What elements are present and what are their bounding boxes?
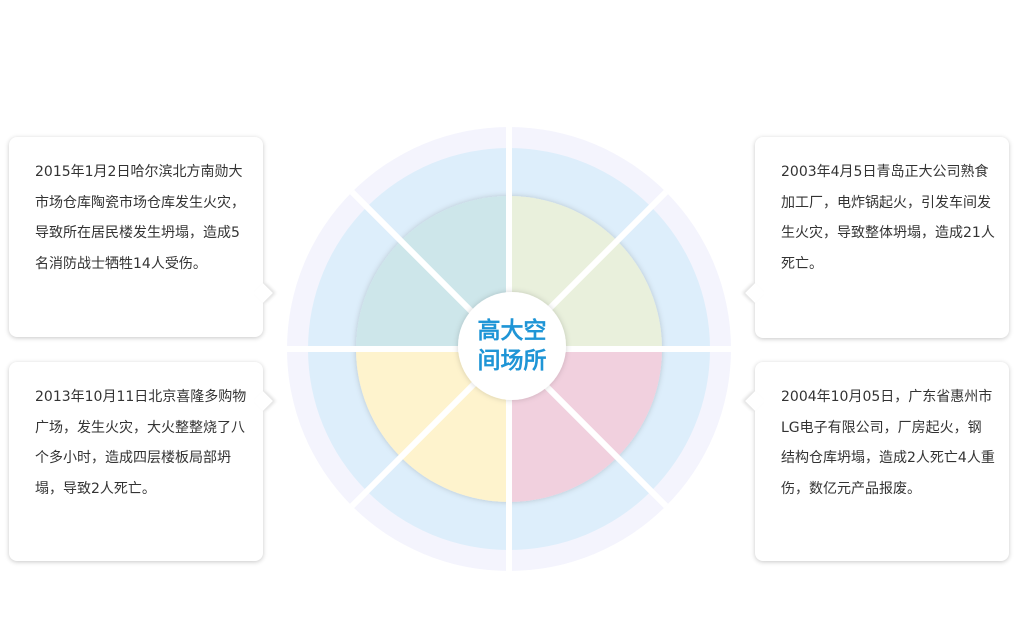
case-callout-bottom-right: 2004年10月05日，广东省惠州市LG电子有限公司，厂房起火，钢结构仓库坍塌，… [745, 362, 1009, 561]
case-text: 2013年10月11日北京喜隆多购物广场，发生火灾，大火整整烧了八个多小时，造成… [35, 389, 247, 497]
case-text: 2004年10月05日，广东省惠州市LG电子有限公司，厂房起火，钢结构仓库坍塌，… [781, 389, 995, 497]
center-circle [458, 292, 566, 400]
case-callout-bottom-left: 2013年10月11日北京喜隆多购物广场，发生火灾，大火整整烧了八个多小时，造成… [9, 362, 273, 561]
case-text: 2003年4月5日青岛正大公司熟食加工厂，电炸锅起火，引发车间发生火灾，导致整体… [781, 164, 995, 272]
case-callout-top-left: 2015年1月2日哈尔滨北方南勋大市场仓库陶瓷市场仓库发生火灾，导致所在居民楼发… [9, 137, 273, 337]
case-text: 2015年1月2日哈尔滨北方南勋大市场仓库陶瓷市场仓库发生火灾，导致所在居民楼发… [35, 164, 245, 272]
case-callout-top-right: 2003年4月5日青岛正大公司熟食加工厂，电炸锅起火，引发车间发生火灾，导致整体… [745, 137, 1009, 338]
center-label-text: 高大空间场所 [477, 318, 547, 374]
center-label: 高大空间场所 [458, 292, 566, 400]
